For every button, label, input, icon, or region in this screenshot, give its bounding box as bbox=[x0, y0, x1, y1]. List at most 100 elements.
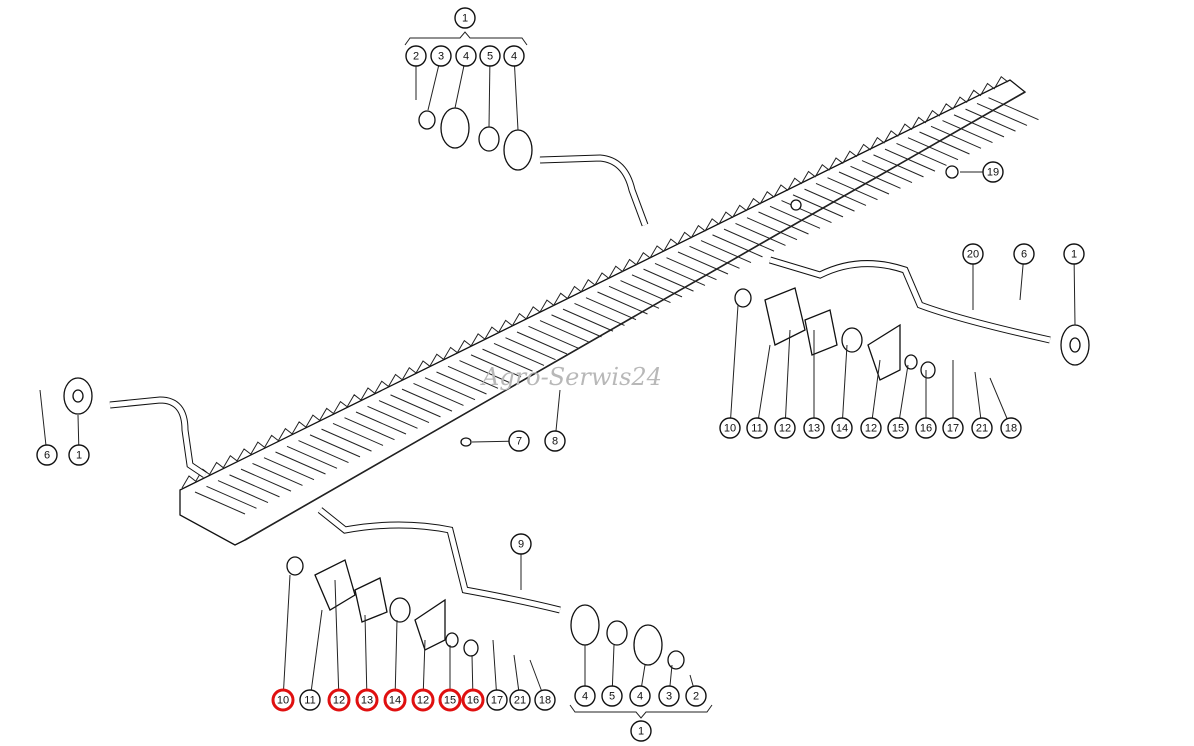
callout-label: 12 bbox=[417, 695, 429, 707]
callout-label: 11 bbox=[304, 695, 315, 707]
leader-line bbox=[729, 304, 739, 429]
callout-label: 20 bbox=[967, 249, 979, 261]
callout: 17 bbox=[486, 689, 508, 711]
slat bbox=[896, 142, 947, 166]
leader-line bbox=[282, 574, 291, 701]
slat bbox=[746, 217, 798, 241]
callout: 7 bbox=[508, 430, 530, 452]
callout: 14 bbox=[831, 417, 853, 439]
callout: 16 bbox=[915, 417, 937, 439]
slat bbox=[666, 257, 717, 281]
leader-line bbox=[488, 55, 491, 128]
callout-label: 18 bbox=[1005, 423, 1017, 435]
slat bbox=[965, 108, 1016, 132]
slat bbox=[367, 405, 418, 429]
slat bbox=[781, 200, 832, 224]
leader-line bbox=[364, 614, 368, 701]
conveyor-teeth bbox=[181, 76, 1009, 489]
slat bbox=[413, 382, 464, 406]
slat bbox=[562, 308, 614, 332]
slat bbox=[378, 400, 430, 424]
slat bbox=[344, 417, 395, 441]
slat bbox=[505, 337, 556, 361]
callout: 6 bbox=[36, 444, 58, 466]
callout-label: 10 bbox=[277, 695, 289, 707]
callout-label: 13 bbox=[808, 423, 820, 435]
slat bbox=[390, 394, 441, 418]
callout-label: 3 bbox=[438, 51, 444, 63]
callout-highlighted: 12 bbox=[327, 688, 351, 712]
slat bbox=[804, 188, 855, 212]
callout: 5 bbox=[479, 45, 501, 67]
callout-label: 21 bbox=[514, 695, 526, 707]
slat bbox=[206, 485, 257, 509]
callout: 10 bbox=[719, 417, 741, 439]
slat bbox=[263, 457, 315, 481]
slat bbox=[355, 411, 407, 435]
callout: 6 bbox=[1013, 243, 1035, 265]
callout-label: 2 bbox=[413, 51, 419, 63]
callout-label: 17 bbox=[947, 423, 959, 435]
callout: 12 bbox=[860, 417, 882, 439]
slat bbox=[976, 102, 1028, 126]
callout: 5 bbox=[601, 685, 623, 707]
callout: 20 bbox=[962, 243, 984, 265]
callout: 1 bbox=[454, 7, 476, 29]
callout-label: 7 bbox=[516, 436, 522, 448]
callout-highlighted: 16 bbox=[461, 688, 485, 712]
callout: 19 bbox=[982, 161, 1004, 183]
callout-label: 3 bbox=[666, 691, 672, 703]
conveyor-frame bbox=[179, 76, 1039, 546]
callout-highlighted: 15 bbox=[438, 688, 462, 712]
slat bbox=[528, 325, 579, 349]
slat bbox=[447, 365, 499, 389]
callout-label: 1 bbox=[638, 726, 644, 738]
callout-label: 15 bbox=[444, 695, 456, 707]
callout-label: 4 bbox=[582, 691, 588, 703]
callout-label: 13 bbox=[361, 695, 373, 707]
slat bbox=[873, 154, 924, 178]
callout-label: 5 bbox=[487, 51, 493, 63]
slat bbox=[838, 171, 890, 195]
callout: 8 bbox=[544, 430, 566, 452]
slat bbox=[424, 377, 476, 401]
callout-label: 21 bbox=[976, 423, 988, 435]
shafts bbox=[109, 154, 1051, 614]
callout: 3 bbox=[658, 685, 680, 707]
callout-label: 14 bbox=[389, 695, 401, 707]
callout-label: 17 bbox=[491, 695, 503, 707]
slat bbox=[539, 320, 591, 344]
slat bbox=[723, 228, 775, 252]
slat bbox=[942, 120, 993, 144]
leader-line bbox=[394, 619, 398, 701]
slat bbox=[551, 314, 602, 338]
leader-line bbox=[841, 344, 848, 429]
callout-label: 1 bbox=[1071, 249, 1077, 261]
slat bbox=[792, 194, 844, 218]
group-brackets bbox=[404, 31, 713, 719]
slat bbox=[735, 222, 786, 246]
slat bbox=[597, 291, 648, 315]
slat bbox=[321, 428, 372, 452]
slat bbox=[574, 302, 625, 326]
callout-label: 16 bbox=[920, 423, 932, 435]
callout: 18 bbox=[534, 689, 556, 711]
slat bbox=[988, 97, 1039, 121]
callout-label: 1 bbox=[462, 13, 468, 25]
leader-line bbox=[784, 329, 791, 429]
watermark: Agro-Serwis24 bbox=[480, 363, 662, 391]
callout: 11 bbox=[746, 417, 768, 439]
callout: 21 bbox=[509, 689, 531, 711]
callout: 3 bbox=[430, 45, 452, 67]
callout-label: 2 bbox=[693, 691, 699, 703]
callout-label: 14 bbox=[836, 423, 848, 435]
callout: 4 bbox=[574, 685, 596, 707]
callout-label: 5 bbox=[609, 691, 615, 703]
slat bbox=[309, 434, 361, 458]
callout: 2 bbox=[405, 45, 427, 67]
callout-label: 11 bbox=[751, 423, 762, 435]
callout-label: 9 bbox=[518, 539, 524, 551]
slat bbox=[516, 331, 568, 355]
